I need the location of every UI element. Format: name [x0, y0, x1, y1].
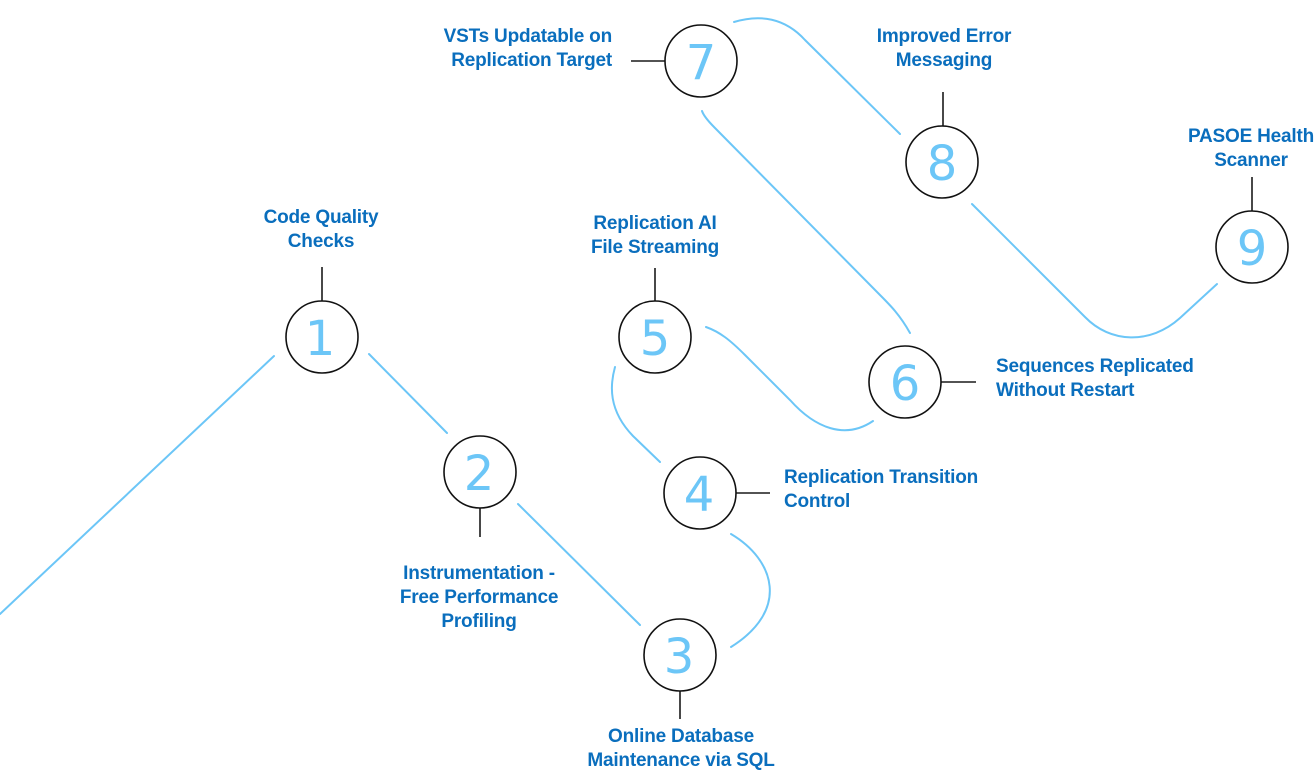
- label-line: Replication Transition: [784, 467, 979, 488]
- milestone-node-8: 8: [905, 125, 979, 199]
- path-segment-6-7: [701, 110, 911, 334]
- path-segment-1-2: [368, 353, 448, 434]
- milestone-number: 9: [1237, 221, 1268, 277]
- label-line: Instrumentation -: [403, 563, 555, 584]
- milestone-number: 1: [305, 311, 336, 367]
- milestone-node-4: 4: [663, 456, 737, 530]
- milestone-circle: [443, 435, 517, 509]
- milestone-number: 4: [684, 467, 715, 523]
- label-line: Sequences Replicated: [996, 356, 1194, 377]
- milestone-label-2: Instrumentation - Free Performance Profi…: [399, 562, 559, 634]
- label-line: Replication Target: [451, 50, 612, 71]
- label-line: File Streaming: [590, 237, 720, 258]
- milestone-circle: [1215, 210, 1289, 284]
- milestone-number: 8: [927, 136, 958, 192]
- milestone-circle: [285, 300, 359, 374]
- milestone-label-5: Replication AI File Streaming: [591, 212, 719, 260]
- label-line: Checks: [287, 231, 355, 252]
- milestone-label-3: Online Database Maintenance via SQL: [587, 725, 775, 770]
- label-line: Scanner: [1214, 150, 1288, 171]
- milestone-circle: [663, 456, 737, 530]
- label-line: PASOE Health: [1187, 126, 1315, 147]
- milestone-number: 2: [464, 446, 495, 502]
- label-line: Messaging: [895, 50, 993, 71]
- label-line: Profiling: [441, 611, 517, 632]
- label-line: Free Performance: [399, 587, 559, 608]
- label-line: Code Quality: [263, 207, 379, 228]
- milestone-label-8: Improved Error Messaging: [876, 25, 1012, 73]
- milestone-label-4: Replication Transition Control: [784, 466, 978, 514]
- milestone-node-7: 7: [664, 24, 738, 98]
- milestone-number: 5: [640, 311, 671, 367]
- milestone-circle: [664, 24, 738, 98]
- milestone-label-7: VSTs Updatable on Replication Target: [443, 25, 613, 73]
- milestone-circle: [905, 125, 979, 199]
- milestone-node-6: 6: [868, 345, 942, 419]
- path-segment-start-1: [0, 355, 275, 615]
- milestone-circle: [868, 345, 942, 419]
- milestone-label-1: Code Quality Checks: [264, 206, 379, 254]
- milestone-node-9: 9: [1215, 210, 1289, 284]
- milestone-number: 6: [890, 356, 921, 412]
- milestone-label-9: PASOE Health Scanner: [1188, 125, 1314, 173]
- milestone-node-2: 2: [443, 435, 517, 509]
- milestone-number: 3: [664, 629, 695, 685]
- milestone-node-3: 3: [643, 618, 717, 692]
- path-segment-3-4: [730, 533, 771, 648]
- label-line: Without Restart: [996, 380, 1135, 401]
- path-segment-7-8: [733, 17, 901, 135]
- milestone-circle: [618, 300, 692, 374]
- milestone-number: 7: [686, 35, 717, 91]
- label-line: VSTs Updatable on: [443, 26, 613, 47]
- label-line: Maintenance via SQL: [587, 750, 775, 770]
- path-segment-2-3: [517, 503, 641, 626]
- milestone-node-5: 5: [618, 300, 692, 374]
- milestone-node-1: 1: [285, 300, 359, 374]
- path-segment-5-6: [705, 326, 874, 432]
- label-line: Online Database: [608, 726, 754, 747]
- milestone-label-6: Sequences Replicated Without Restart: [996, 355, 1194, 403]
- label-line: Control: [784, 491, 851, 512]
- milestone-circle: [643, 618, 717, 692]
- label-line: Replication AI: [593, 213, 717, 234]
- path-segment-4-5: [610, 366, 661, 463]
- path-segment-8-9: [971, 203, 1218, 339]
- label-line: Improved Error: [876, 26, 1012, 47]
